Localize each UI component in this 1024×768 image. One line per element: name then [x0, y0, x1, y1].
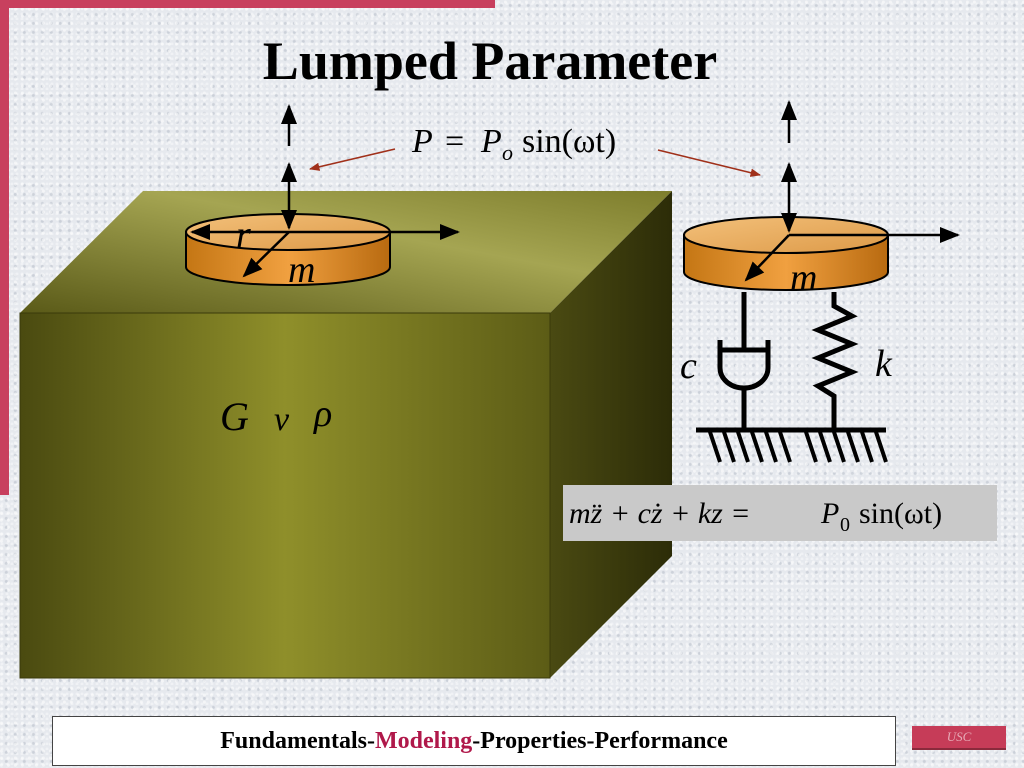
usc-badge: USC: [912, 726, 1006, 748]
soil-block: [19, 191, 672, 679]
soil-side-face: [550, 191, 672, 678]
svg-text:mz̈ + cż + kz = P: mz̈ + cż + kz = P 0 sin(ωt): [569, 497, 942, 538]
ground-right: [792, 427, 888, 463]
mass-label-right: m: [790, 257, 817, 299]
poisson-ratio-label: v: [274, 401, 290, 438]
soil-front-face: [19, 312, 551, 679]
left-footing: [185, 213, 391, 286]
footer-text-fundamentals: Fundamentals-: [220, 727, 375, 754]
right-mass-block: [683, 216, 889, 291]
dashpot: [717, 292, 771, 428]
top-accent-bar: [0, 0, 495, 8]
pointer-arrow-right: [657, 149, 762, 177]
footer-banner: Fundamentals-Modeling-Properties-Perform…: [52, 716, 896, 766]
force-equation: P = P o sin(ωt): [411, 123, 616, 168]
density-label: ρ: [313, 393, 332, 435]
equation-of-motion-box: mz̈ + cż + kz = P 0 sin(ωt): [563, 485, 997, 541]
footer-text-rest: -Properties-Performance: [472, 727, 728, 754]
left-accent-bar: [0, 0, 9, 495]
radius-label: r: [236, 214, 251, 256]
ground-left: [696, 427, 792, 463]
footer-text-modeling: Modeling: [374, 727, 473, 754]
stiffness-label: k: [875, 343, 893, 385]
right-depth-arrow: [744, 234, 790, 282]
pointer-arrow-left: [308, 148, 396, 171]
damping-label: c: [680, 345, 697, 387]
eom-P: P: [820, 497, 839, 530]
slide-title: Lumped Parameter: [262, 31, 718, 91]
equation-of-motion: mz̈ + cż + kz = P 0 sin(ωt): [569, 497, 942, 538]
eom-lhs: mz̈ + cż + kz =: [569, 497, 751, 530]
eom-P-sub: 0: [840, 514, 850, 536]
depth-axis-arrow: [242, 231, 290, 278]
mass-label-left: m: [288, 249, 315, 291]
shear-modulus-label: G: [220, 394, 249, 439]
spring: [811, 292, 859, 428]
eom-rhs: sin(ωt): [859, 497, 942, 530]
